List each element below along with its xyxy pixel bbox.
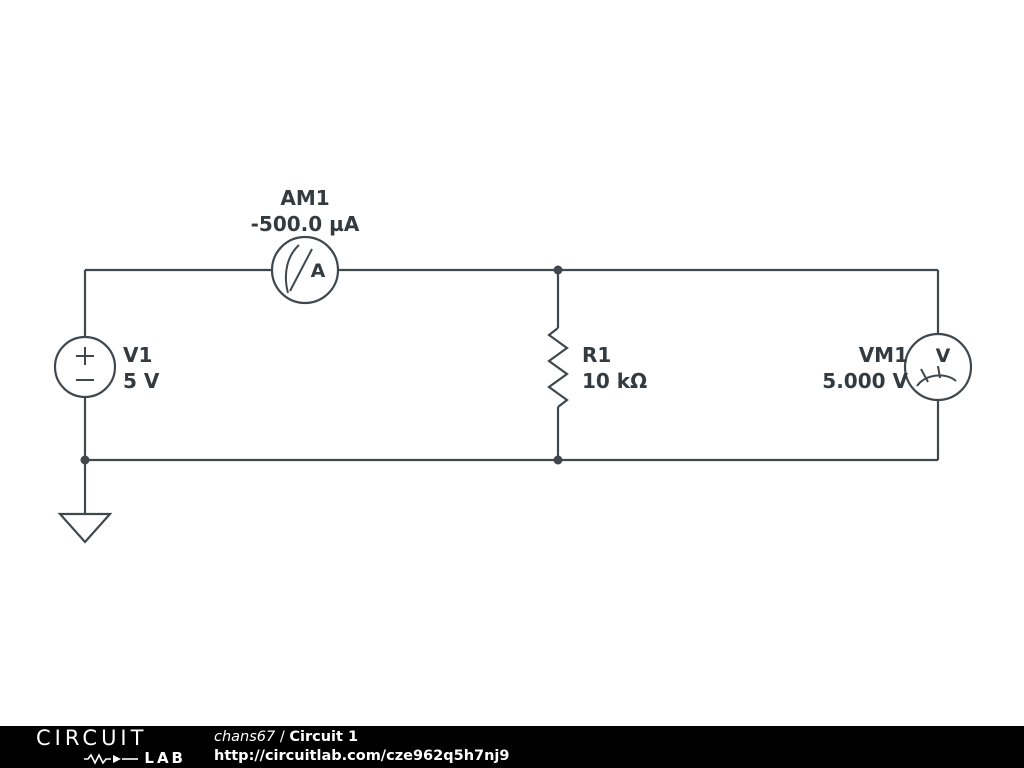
byline-separator: /	[275, 729, 290, 746]
circuitlab-logo[interactable]: CIRCUIT LAB	[36, 728, 186, 766]
voltmeter-letter: V	[936, 345, 951, 367]
ground-symbol[interactable]	[57, 460, 113, 544]
byline-line: chans67 / Circuit 1	[214, 728, 510, 747]
logo-text-lab: LAB	[144, 749, 186, 767]
resistor-value: 10 kΩ	[582, 369, 647, 393]
ground-triangle	[57, 512, 113, 544]
voltage-source-body	[53, 335, 117, 399]
voltage-source-label: V1	[123, 343, 152, 367]
node-dot	[80, 455, 90, 465]
ammeter-body	[270, 235, 340, 305]
resistor-label: R1	[582, 343, 611, 367]
voltmeter-scale-arc	[916, 374, 957, 387]
footer-byline: chans67 / Circuit 1 http://circuitlab.co…	[214, 728, 510, 766]
node-dot	[553, 265, 563, 275]
voltmeter-needle-tick	[937, 365, 941, 379]
resistor-component[interactable]: R1 10 kΩ	[547, 327, 647, 408]
ammeter-letter: A	[311, 260, 326, 282]
resistor-zigzag	[547, 327, 569, 408]
voltmeter-label: VM1	[859, 343, 908, 367]
voltmeter-value: 5.000 V	[822, 369, 908, 393]
voltage-source-value: 5 V	[123, 369, 160, 393]
wires	[83, 268, 940, 462]
ammeter-needle	[289, 248, 313, 292]
ammeter-label: AM1	[280, 186, 329, 210]
ammeter-value: -500.0 µA	[251, 212, 360, 236]
logo-text-circuit: CIRCUIT	[36, 726, 148, 750]
ammeter-component[interactable]: A AM1 -500.0 µA	[251, 186, 360, 305]
circuit-url-link[interactable]: http://circuitlab.com/cze962q5h7nj9	[214, 748, 510, 764]
voltmeter-needle	[920, 368, 929, 383]
circuit-title: Circuit 1	[289, 729, 359, 746]
node-dot	[553, 455, 563, 465]
logo-waveform-icon	[84, 752, 139, 765]
ammeter-scale-arc	[284, 244, 300, 294]
voltmeter-component[interactable]: V VM1 5.000 V	[822, 332, 973, 402]
author-name: chans67	[214, 729, 276, 746]
voltage-source-component[interactable]: V1 5 V	[53, 335, 160, 399]
footer-bar: CIRCUIT LAB chans67 / Circuit 1 http://c…	[0, 726, 1024, 768]
